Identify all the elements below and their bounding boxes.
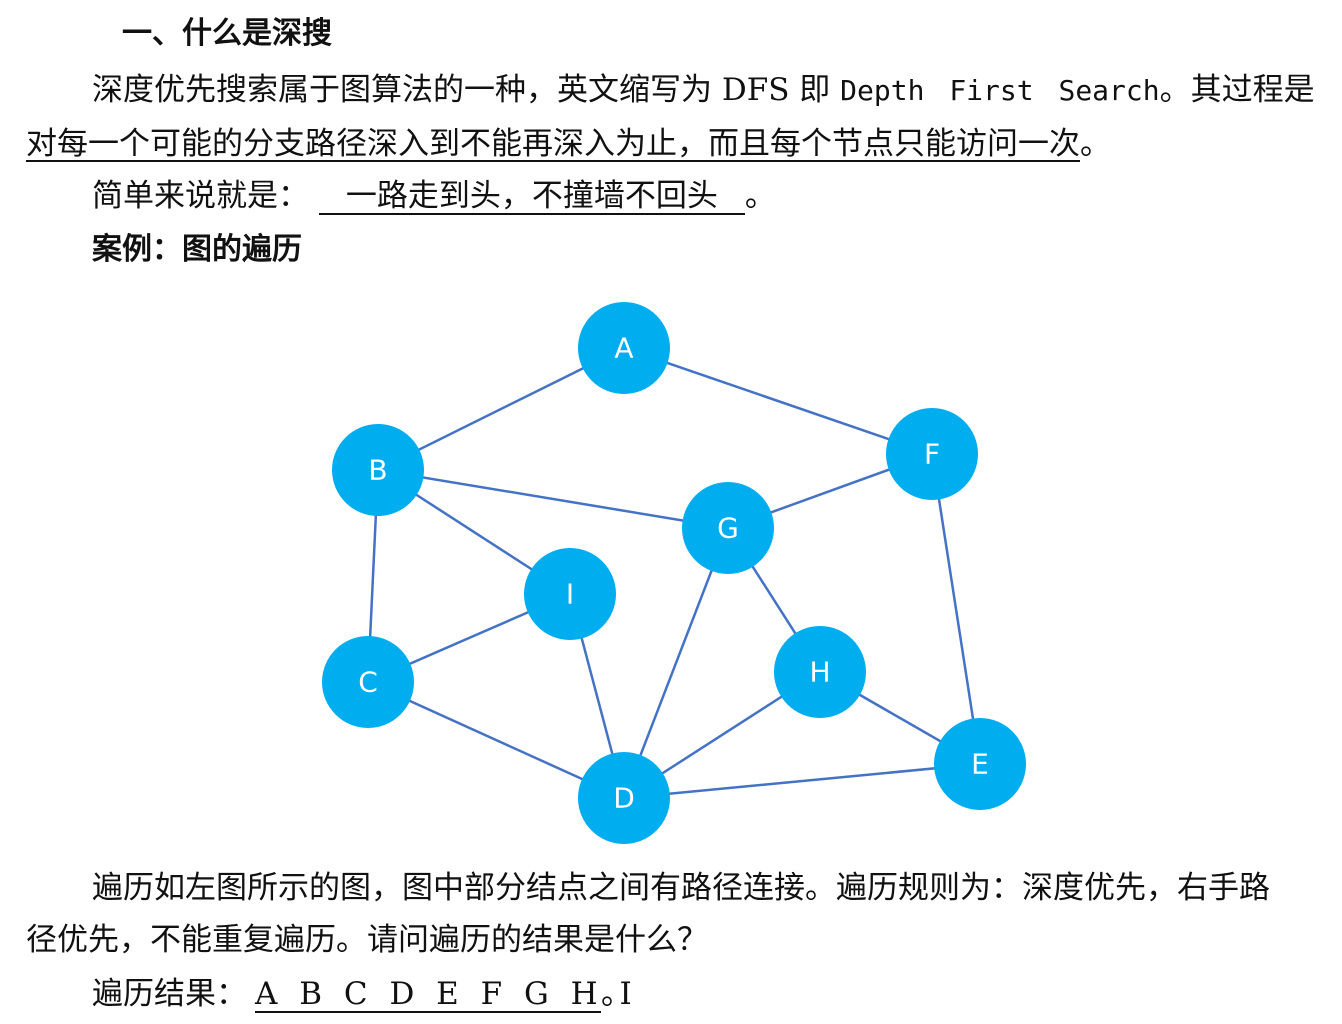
intro-line-2: 对每一个可能的分支路径深入到不能再深入为止，而且每个节点只能访问一次。 (26, 124, 1111, 164)
node-label-i: I (566, 578, 574, 611)
node-label-b: B (368, 454, 387, 487)
node-circle-e (934, 718, 1026, 810)
question-line-2: 径优先，不能重复遍历。请问遍历的结果是什么？ (26, 922, 708, 958)
node-circle-d (578, 752, 670, 844)
intro-text-2: 。其过程是 (1159, 72, 1315, 108)
intro-text-1: 深度优先搜索属于图算法的一种，英文缩写为 DFS 即 (92, 72, 841, 108)
node-label-e: E (971, 748, 989, 781)
node-label-g: G (717, 512, 739, 545)
intro-term-en: Depth First Search (840, 74, 1160, 107)
question-line-1: 遍历如左图所示的图，图中部分结点之间有路径连接。遍历规则为：深度优先，右手路 (92, 870, 1270, 906)
node-a: A (578, 302, 670, 394)
edge-b-g (377, 468, 729, 530)
intro-underlined-text: 对每一个可能的分支路径深入到不能再深入为止，而且每个节点只能访问一次 (26, 126, 1080, 162)
result-end: 。 (601, 976, 632, 1012)
section-title: 一、什么是深搜 (122, 16, 332, 51)
node-label-f: F (924, 438, 940, 471)
summary-label: 简单来说就是： (92, 178, 309, 214)
node-d: D (578, 752, 670, 844)
node-b: B (332, 424, 424, 516)
node-g: G (682, 482, 774, 574)
edge-c-d (367, 680, 625, 800)
graph-nodes: A B C D E F G H I (322, 302, 1026, 844)
node-e: E (934, 718, 1026, 810)
result-line: 遍历结果：A B C D E F G H I。 (92, 974, 632, 1014)
intro-line-1: 深度优先搜索属于图算法的一种，英文缩写为 DFS 即 Depth First S… (92, 70, 1315, 111)
node-i: I (524, 548, 616, 640)
graph-edges (366, 346, 982, 800)
case-title: 案例：图的遍历 (92, 232, 302, 267)
node-label-c: C (358, 666, 378, 699)
node-f: F (886, 408, 978, 500)
node-circle-h (774, 626, 866, 718)
node-circle-c (322, 636, 414, 728)
node-label-h: H (809, 656, 830, 689)
summary-end: 。 (744, 178, 776, 214)
edge-a-f (623, 346, 933, 456)
node-circle-b (332, 424, 424, 516)
summary-answer: 一路走到头，不撞墙不回头 (318, 179, 745, 215)
node-circle-f (886, 408, 978, 500)
node-h: H (774, 626, 866, 718)
node-circle-a (578, 302, 670, 394)
node-c: C (322, 636, 414, 728)
node-label-d: D (613, 782, 635, 815)
edge-f-e (930, 453, 982, 765)
graph-diagram: A B C D E F G H I (322, 302, 1026, 844)
result-label: 遍历结果： (92, 976, 247, 1012)
summary-line: 简单来说就是： 一路走到头，不撞墙不回头。 (92, 176, 776, 216)
result-answer: A B C D E F G H I (255, 976, 638, 1013)
edge-g-d (622, 527, 730, 799)
edge-d-e (623, 762, 981, 800)
intro-line-2-end: 。 (1080, 126, 1111, 162)
node-circle-g (682, 482, 774, 574)
node-label-a: A (614, 332, 633, 365)
node-circle-i (524, 548, 616, 640)
